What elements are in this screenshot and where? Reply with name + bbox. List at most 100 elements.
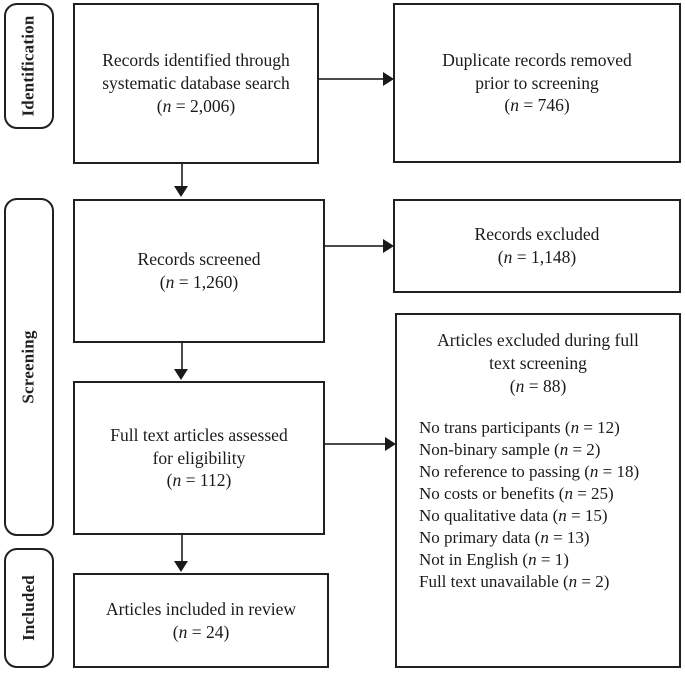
stage-pill-included: Included [4,548,54,668]
box-line: text screening [489,352,587,373]
paren-open: ( [159,272,166,292]
count-value: 1,148 [531,247,571,267]
articles-excluded-header: Articles excluded during full text scree… [407,329,669,397]
reason-label: Non-binary sample [419,440,550,460]
count-value: 112 [199,470,226,491]
n-symbol: n [503,247,513,267]
exclusion-reason-item: No trans participants (n = 12) [419,418,620,438]
box-articles-excluded: Articles excluded during full text scree… [395,313,681,668]
reason-count: 2 [586,440,595,460]
paren-open: ( [504,95,511,116]
exclusion-reason-item: Full text unavailable (n = 2) [419,571,610,591]
count-value: 88 [542,375,561,396]
arrowhead-screened-to-excluded [383,239,394,253]
box-line: Records identified through [102,50,290,71]
reason-count: 15 [584,505,602,525]
count-value: 1,260 [193,272,233,292]
n-symbol: n [589,462,599,482]
box-count: (n = 1,260) [160,271,238,294]
equals: = [518,95,538,116]
box-line: systematic database search [102,73,290,94]
box-count: (n = 2,006) [157,95,235,118]
connector-fulltext-to-excluded [325,443,387,445]
n-symbol: n [528,549,537,569]
paren-close: ) [232,272,239,292]
box-count: (n = 1,148) [498,246,576,269]
n-symbol: n [510,95,519,116]
stage-label-included: Included [19,575,39,641]
box-line: Articles included in review [105,598,296,619]
arrowhead-fulltext-to-excluded [385,437,396,451]
n-symbol: n [568,571,578,591]
paren-open: ( [156,95,163,116]
paren-close: ) [229,95,236,116]
n-symbol: n [558,505,567,525]
reason-label: Full text unavailable [419,571,559,591]
exclusion-reason-item: No primary data (n = 13) [419,527,590,547]
box-duplicates-removed: Duplicate records removed prior to scree… [393,3,681,163]
paren-close: ) [570,247,577,267]
stage-label-identification: Identification [19,15,38,117]
equals: = [187,621,206,642]
arrowhead-fulltext-to-included [174,561,188,572]
n-symbol: n [162,95,172,116]
arrowhead-identified-to-duplicates [383,72,394,86]
connector-fulltext-to-included [181,535,183,564]
paren-close: ) [560,375,567,396]
box-articles-included: Articles included in review (n = 24) [73,573,329,668]
exclusion-reason-item: No costs or benefits (n = 25) [419,484,614,504]
box-line: for eligibility [152,447,246,468]
stage-pill-screening: Screening [4,198,54,536]
exclusion-reason-item: Non-binary sample (n = 2) [419,440,601,460]
equals: = [181,470,200,491]
n-symbol: n [570,418,580,438]
count-value: 24 [205,621,224,642]
paren-open: ( [172,621,179,642]
connector-identified-to-screened [181,164,183,190]
paren-close: ) [223,621,230,642]
box-full-text-assessed: Full text articles assessed for eligibil… [73,381,325,535]
paren-open: ( [509,375,516,396]
equals: = [524,375,543,396]
paren-close: ) [563,95,570,116]
exclusion-reason-item: No reference to passing (n = 18) [419,462,640,482]
count-value: 746 [537,95,564,116]
stage-label-screening: Screening [19,330,39,404]
box-count: (n = 112) [167,469,232,492]
paren-open: ( [497,247,504,267]
arrowhead-identified-to-screened [174,186,188,197]
reason-count: 12 [597,418,615,438]
box-count: (n = 746) [504,94,569,117]
box-line: prior to screening [475,72,599,93]
box-line: Records excluded [474,224,600,245]
reason-label: No costs or benefits [419,484,555,504]
connector-screened-to-fulltext [181,343,183,372]
connector-screened-to-excluded [325,245,385,247]
reason-count: 25 [591,484,609,504]
paren-open: ( [166,470,173,491]
reason-label: No trans participants [419,418,561,438]
box-count: (n = 88) [407,375,669,398]
box-line: Full text articles assessed [110,424,288,445]
reason-count: 13 [566,527,584,547]
box-line: Duplicate records removed [442,49,632,70]
reason-label: No reference to passing [419,462,580,482]
box-line: Articles excluded during full [437,330,639,350]
box-count: (n = 24) [173,621,230,644]
reason-count: 18 [616,462,634,482]
paren-close: ) [225,470,232,491]
reason-label: Not in English [419,549,519,569]
equals: = [171,95,190,116]
n-symbol: n [564,484,573,504]
reason-count: 2 [595,571,604,591]
box-line: Records screened [137,249,261,270]
exclusion-reason-item: Not in English (n = 1) [419,549,569,569]
reason-label: No primary data [419,527,531,547]
arrowhead-screened-to-fulltext [174,369,188,380]
n-symbol: n [515,375,525,396]
box-records-screened: Records screened (n = 1,260) [73,199,325,343]
n-symbol: n [559,440,569,460]
exclusion-reason-list: No trans participants (n = 12) Non-binar… [407,417,669,592]
n-symbol: n [172,470,182,491]
